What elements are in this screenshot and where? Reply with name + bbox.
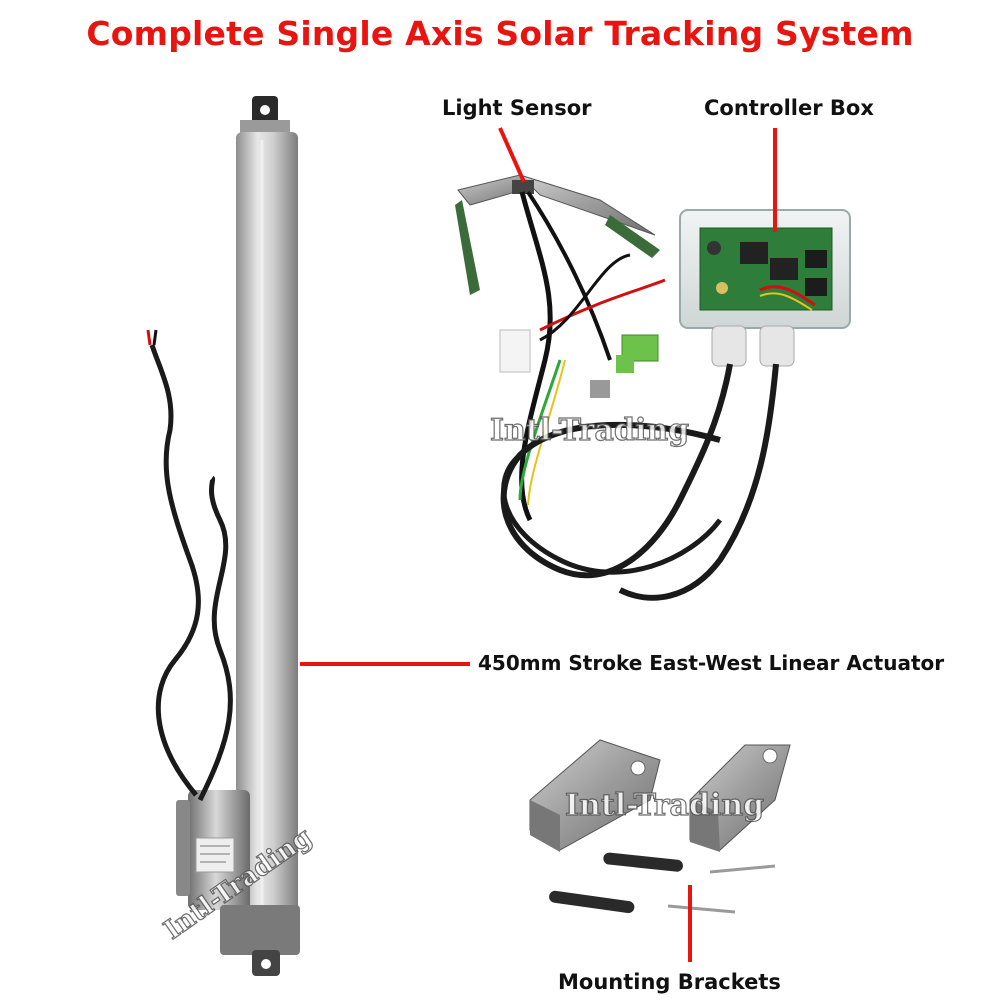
mounting-brackets-label: Mounting Brackets bbox=[558, 970, 781, 994]
actuator-label: 450mm Stroke East-West Linear Actuator bbox=[478, 651, 945, 675]
light-sensor bbox=[455, 174, 666, 522]
light-sensor-pointer-line bbox=[498, 127, 526, 183]
watermark: Intl-Trading bbox=[490, 413, 689, 448]
watermark: Intl-Trading bbox=[565, 788, 764, 823]
controller-box-label: Controller Box bbox=[704, 96, 874, 120]
controller-box bbox=[500, 209, 851, 601]
mounting-brackets bbox=[529, 739, 791, 914]
page-title: Complete Single Axis Solar Tracking Syst… bbox=[86, 14, 914, 53]
light-sensor-label: Light Sensor bbox=[442, 96, 592, 120]
linear-actuator bbox=[146, 96, 300, 976]
